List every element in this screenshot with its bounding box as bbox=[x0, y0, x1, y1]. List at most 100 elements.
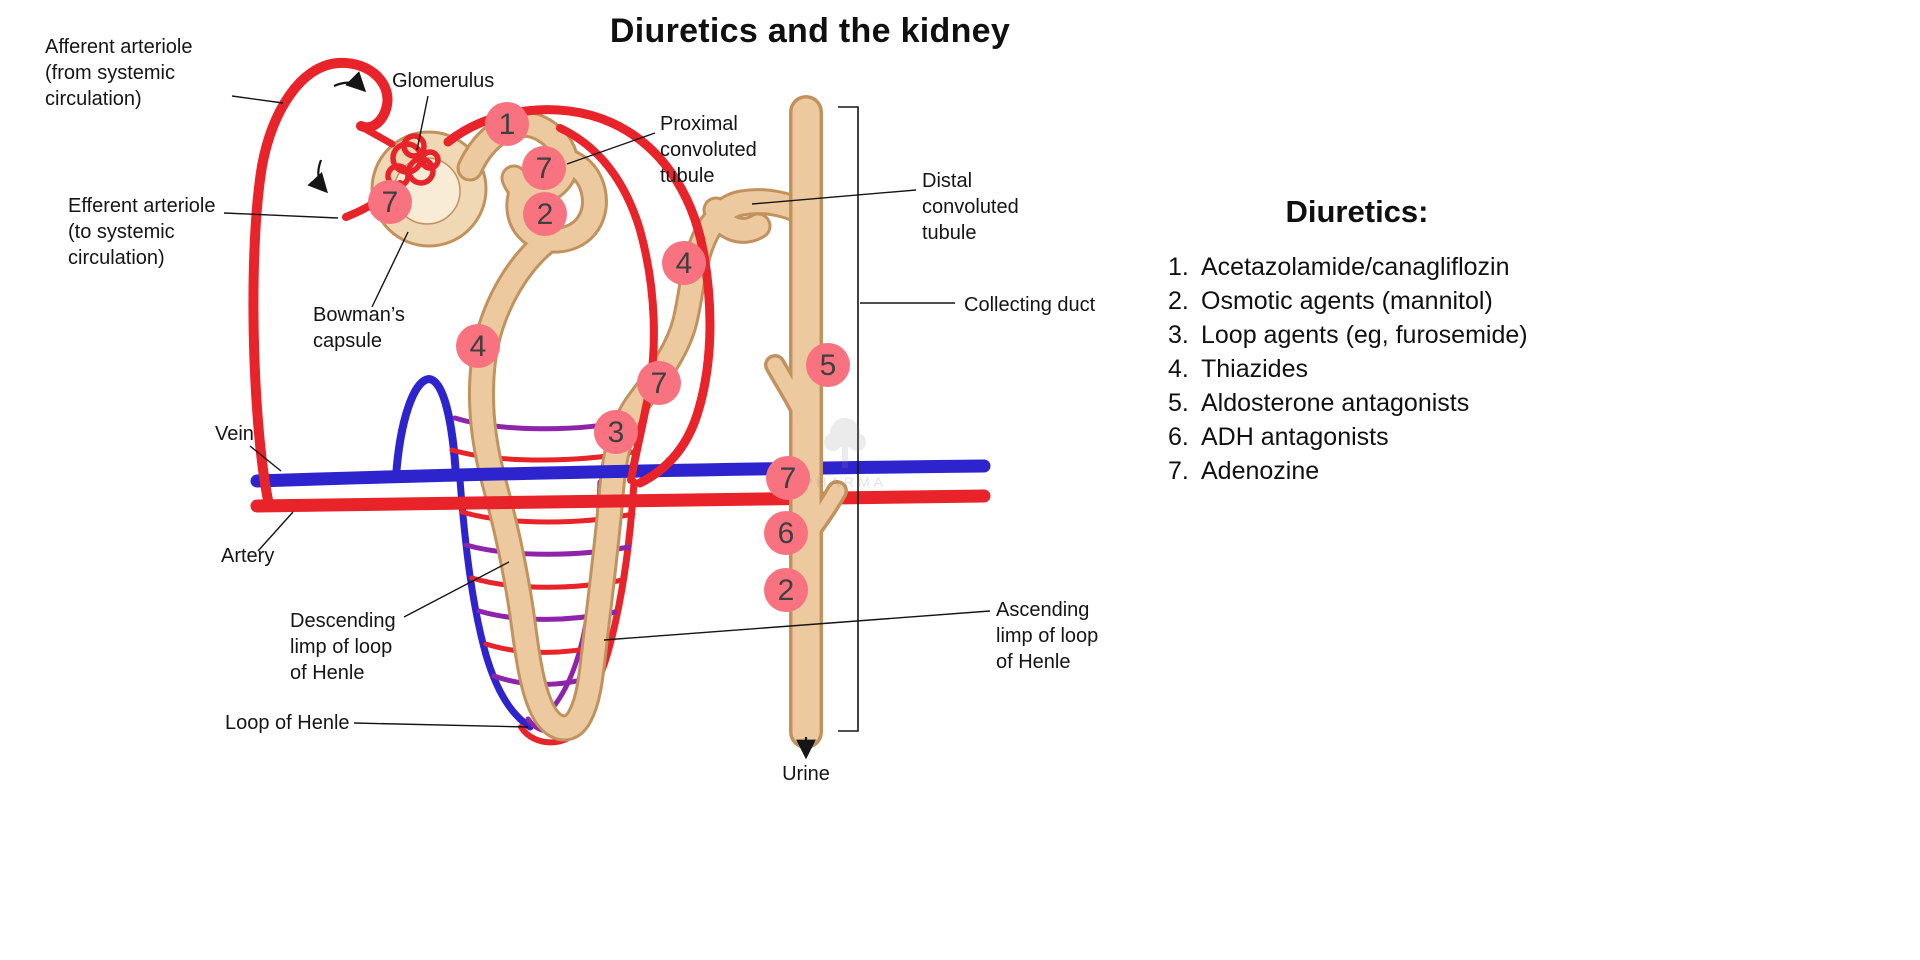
label-text: convoluted bbox=[922, 196, 1019, 218]
label-text: Afferent arteriole bbox=[45, 36, 193, 58]
label-text: of Henle bbox=[996, 651, 1071, 673]
artery-line bbox=[250, 489, 991, 513]
label-artery: Artery bbox=[221, 511, 294, 567]
label-text: tubule bbox=[922, 222, 977, 244]
marker-circle bbox=[806, 343, 850, 387]
site-marker-7: 7 bbox=[522, 146, 566, 190]
collecting-duct-bracket bbox=[838, 106, 859, 732]
marker-circle bbox=[766, 456, 810, 500]
marker-number: 7 bbox=[651, 367, 668, 400]
marker-circle bbox=[368, 180, 412, 224]
flow-arrows bbox=[307, 71, 816, 760]
label-text: Urine bbox=[782, 763, 830, 785]
site-marker-1: 1 bbox=[485, 102, 529, 146]
label-glomerulus: Glomerulus bbox=[392, 70, 494, 151]
label-text: tubule bbox=[660, 165, 715, 187]
label-ascending-limb: Ascending limp of loop of Henle bbox=[603, 599, 1098, 673]
label-loop-of-henle: Loop of Henle bbox=[225, 712, 529, 734]
marker-number: 3 bbox=[608, 416, 625, 449]
vein-loop bbox=[392, 374, 460, 481]
marker-circle bbox=[522, 146, 566, 190]
afferent-arteriole-path bbox=[248, 57, 393, 505]
label-text: Distal bbox=[922, 170, 972, 192]
label-text: limp of loop bbox=[996, 625, 1098, 647]
legend-item: 3.Loop agents (eg, furosemide) bbox=[1168, 318, 1598, 352]
site-marker-2: 2 bbox=[764, 568, 808, 612]
marker-circle bbox=[662, 241, 706, 285]
legend-item: 4.Thiazides bbox=[1168, 352, 1598, 386]
marker-number: 6 bbox=[778, 517, 795, 550]
label-pointer-line bbox=[371, 231, 409, 308]
marker-circle bbox=[764, 568, 808, 612]
legend-item-number: 7. bbox=[1168, 457, 1189, 485]
vein-line bbox=[250, 459, 991, 488]
marker-number: 5 bbox=[820, 349, 837, 382]
site-marker-4: 4 bbox=[662, 241, 706, 285]
page-title: Diuretics and the kidney bbox=[609, 12, 1011, 50]
label-text: Efferent arteriole bbox=[68, 195, 216, 217]
marker-number: 7 bbox=[780, 462, 797, 495]
systemic-vessels bbox=[250, 459, 991, 513]
flow-arrow-icon bbox=[333, 71, 367, 93]
label-text: of Henle bbox=[290, 662, 365, 684]
label-text: Glomerulus bbox=[392, 70, 494, 92]
site-marker-3: 3 bbox=[594, 410, 638, 454]
legend-item-number: 5. bbox=[1168, 389, 1189, 417]
legend-item-number: 2. bbox=[1168, 287, 1189, 315]
marker-number: 1 bbox=[499, 108, 516, 141]
flow-arrow-icon bbox=[307, 159, 328, 194]
label-text: Artery bbox=[221, 545, 274, 567]
label-vein: Vein bbox=[215, 423, 282, 472]
label-bowmans-capsule: Bowman’s capsule bbox=[313, 231, 409, 352]
legend-item: 2. Osmotic agents (mannitol) bbox=[1168, 284, 1598, 318]
legend-item: 5.Aldosterone antagonists bbox=[1168, 386, 1598, 420]
label-text: Ascending bbox=[996, 599, 1089, 621]
peritubular-capillary-inner bbox=[556, 124, 658, 484]
marker-circle bbox=[456, 324, 500, 368]
arteriole-network bbox=[248, 57, 715, 505]
legend-item-number: 1. bbox=[1168, 253, 1189, 281]
legend-heading: Diuretics: bbox=[1285, 194, 1429, 229]
vasa-rail-left bbox=[456, 476, 534, 731]
marker-number: 2 bbox=[537, 198, 554, 231]
legend-item-label: Adenozine bbox=[1201, 457, 1320, 485]
label-efferent-arteriole: Efferent arteriole(to systemiccirculatio… bbox=[68, 195, 339, 269]
diagram-labels: Afferent arteriole (from systemic circulat… bbox=[45, 36, 1098, 785]
label-text: Bowman’s bbox=[313, 304, 405, 326]
label-pointer-line bbox=[416, 95, 429, 151]
marker-number: 2 bbox=[778, 574, 795, 607]
site-marker-7: 7 bbox=[766, 456, 810, 500]
label-pointer-line bbox=[249, 445, 282, 472]
label-urine: Urine bbox=[782, 763, 830, 785]
legend-item: 1.Acetazolamide/canagliflozin bbox=[1168, 250, 1598, 284]
marker-circle bbox=[764, 511, 808, 555]
legend-item-label: Osmotic agents (mannitol) bbox=[1201, 287, 1493, 315]
label-afferent-arteriole: Afferent arteriole (from systemic circulat… bbox=[45, 36, 284, 110]
legend-item-label: Loop agents (eg, furosemide) bbox=[1201, 321, 1528, 349]
label-text: circulation) bbox=[45, 88, 142, 110]
diuretics-legend: Diuretics: 1.Acetazolamide/canagliflozin… bbox=[1168, 194, 1598, 488]
site-marker-6: 6 bbox=[764, 511, 808, 555]
site-marker-2: 2 bbox=[523, 192, 567, 236]
label-text: capsule bbox=[313, 330, 382, 352]
legend-item: 7. Adenozine bbox=[1168, 454, 1598, 488]
label-collecting-duct: Collecting duct bbox=[860, 294, 1096, 316]
site-marker-5: 5 bbox=[806, 343, 850, 387]
glomerulus-entry bbox=[358, 123, 396, 148]
label-pointer-line bbox=[751, 189, 917, 205]
label-text: (from systemic bbox=[45, 62, 175, 84]
marker-number: 4 bbox=[676, 247, 693, 280]
label-text: Vein bbox=[215, 423, 254, 445]
site-marker-7: 7 bbox=[368, 180, 412, 224]
marker-circle bbox=[485, 102, 529, 146]
label-pointer-line bbox=[403, 561, 510, 618]
legend-item: 6.ADH antagonists bbox=[1168, 420, 1598, 454]
label-text: Proximal bbox=[660, 113, 738, 135]
label-text: Loop of Henle bbox=[225, 712, 350, 734]
peritubular-capillary-outer bbox=[443, 105, 715, 488]
marker-circle bbox=[523, 192, 567, 236]
site-marker-7: 7 bbox=[637, 361, 681, 405]
marker-number: 7 bbox=[382, 186, 399, 219]
watermark-tree-icon bbox=[830, 418, 860, 448]
